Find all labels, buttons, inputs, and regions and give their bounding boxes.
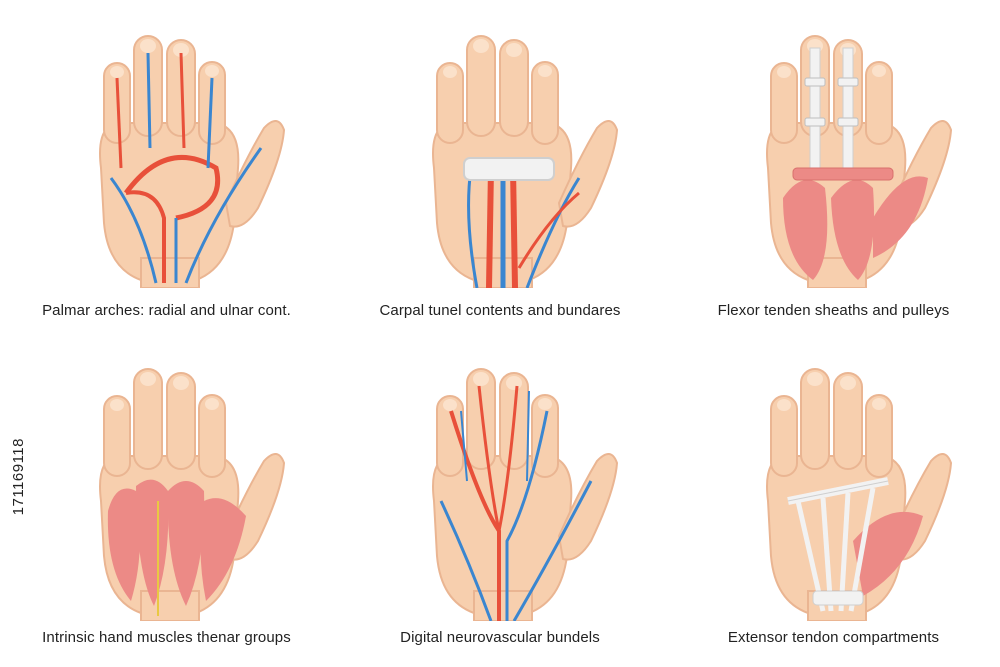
hand-illustration-digital-bundles [432, 368, 618, 621]
panel-extensor-compartments: Extensor tendon compartments [667, 333, 1000, 667]
panel-palmar-arches: Palmar arches: radial and ulnar cont. [0, 0, 333, 333]
panel-carpal-tunnel: Carpal tunel contents and bundares [333, 0, 667, 333]
hand-illustration-carpal-tunnel [432, 35, 618, 288]
panel-digital-bundles: Digital neurovascular bundels [333, 333, 667, 667]
caption: Palmar arches: radial and ulnar cont. [42, 302, 291, 319]
hand-illustration-flexor-sheaths [766, 35, 952, 288]
caption: Intrinsic hand muscles thenar groups [42, 629, 291, 646]
panel-intrinsic-muscles: Intrinsic hand muscles thenar groups [0, 333, 333, 667]
stock-id-label: 171169118 [10, 438, 27, 516]
caption: Flexor tenden sheaths and pulleys [717, 302, 950, 319]
hand-illustration-extensor-compartments [766, 368, 952, 621]
panel-flexor-sheaths: Flexor tenden sheaths and pulleys [667, 0, 1000, 333]
hand-illustration-intrinsic-muscles [99, 368, 285, 621]
caption: Carpal tunel contents and bundares [379, 302, 621, 319]
caption: Extensor tendon compartments [727, 629, 940, 646]
caption: Digital neurovascular bundels [400, 629, 600, 646]
hand-illustration-palmar-arches [99, 35, 285, 288]
